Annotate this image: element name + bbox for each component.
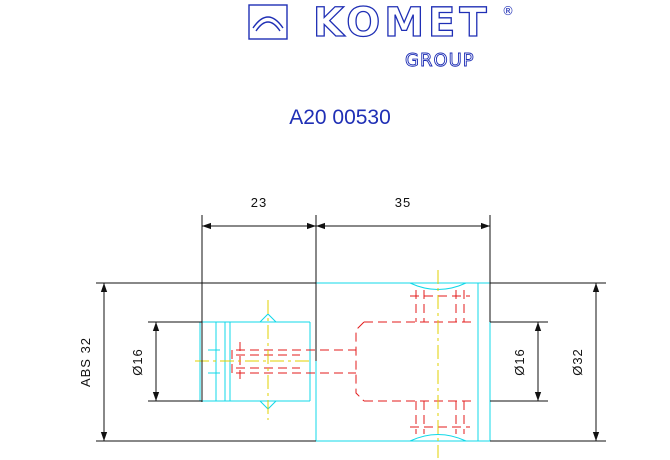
dimension-23-label: 23 bbox=[251, 195, 267, 210]
dimension-35-label: 35 bbox=[395, 195, 411, 210]
logo-registered-mark: ® bbox=[502, 4, 514, 18]
dimension-abs32-label: ABS 32 bbox=[78, 337, 93, 387]
center-lines bbox=[195, 270, 439, 458]
hidden-bore-lines bbox=[231, 290, 476, 434]
part-number: A20 00530 bbox=[289, 106, 391, 129]
komet-logo: KOMET ® GROUP bbox=[248, 0, 514, 71]
extension-lines bbox=[96, 215, 606, 442]
tool-profile-outline bbox=[199, 282, 491, 442]
dimension-dia16-left-label: Ø16 bbox=[130, 348, 145, 376]
dimension-lines bbox=[100, 222, 600, 441]
komet-emblem-icon bbox=[248, 4, 288, 40]
dimension-dia16-right-label: Ø16 bbox=[512, 348, 527, 376]
logo-group-text: GROUP bbox=[405, 50, 475, 71]
dimension-dia32-label: Ø32 bbox=[570, 348, 585, 376]
logo-brand-text: KOMET bbox=[313, 0, 491, 46]
